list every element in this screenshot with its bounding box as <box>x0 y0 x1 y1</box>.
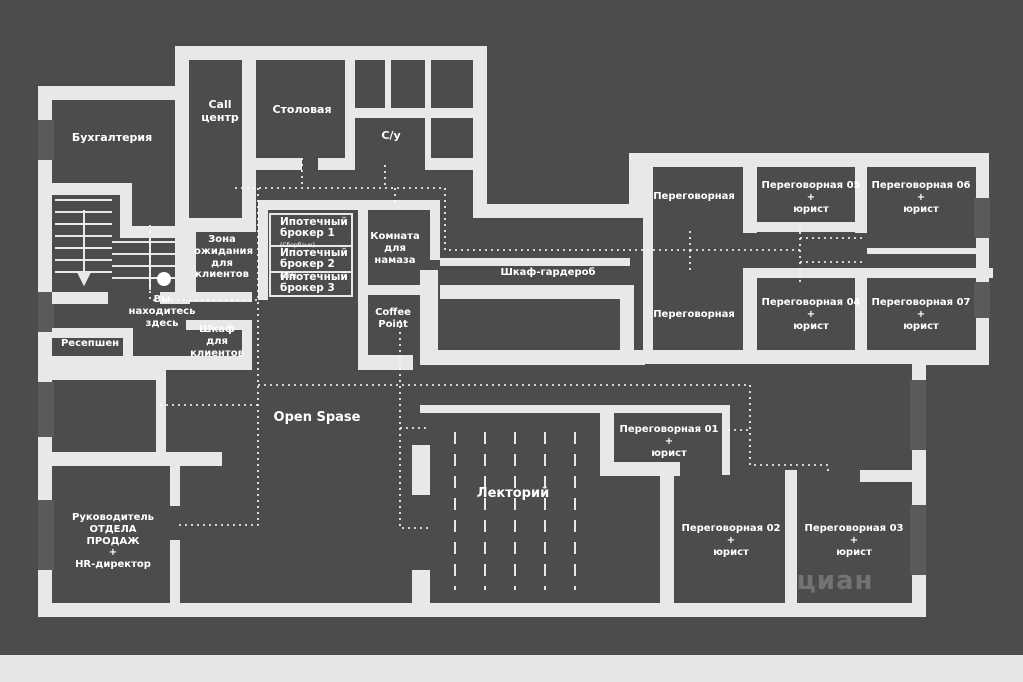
room-call-center: Call центр <box>201 98 239 124</box>
room-accounting: Бухгалтерия <box>71 131 153 144</box>
room-reception: Ресепшен <box>60 338 120 349</box>
room-meeting-02: Переговорная 02 + юрист <box>681 523 781 558</box>
room-meeting-top: Переговорная <box>653 191 735 202</box>
room-sales-head: Руководитель ОТДЕЛА ПРОДАЖ + HR-директор <box>71 512 154 571</box>
room-wardrobe: Шкаф-гардероб <box>500 267 596 278</box>
walls-group <box>38 46 993 617</box>
room-coffee-point: Coffee Point <box>375 307 411 330</box>
stairs <box>55 199 175 290</box>
room-canteen: Столовая <box>272 103 332 116</box>
watermark-logo: циан <box>796 566 874 596</box>
broker-1-sub: (Сбербанк) <box>280 242 315 250</box>
room-open-space: Open Spase <box>273 410 361 425</box>
room-wc: С/у <box>381 129 401 142</box>
room-meeting-03: Переговорная 03 + юрист <box>804 523 904 558</box>
room-client-wardrobe: Шкаф для клиентов <box>190 324 244 359</box>
you-are-here-label: Вы находитесь здесь <box>128 294 196 329</box>
room-waiting-zone: Зона ожидания для клиентов <box>194 234 253 281</box>
lecture-seats <box>454 432 576 590</box>
room-prayer: Комната для намаза <box>370 231 420 266</box>
room-meeting-05: Переговорная 05 + юрист <box>761 180 861 215</box>
broker-1-label: Ипотечный брокер 1 <box>280 216 348 240</box>
you-are-here-marker <box>157 272 171 286</box>
room-lecture-hall: Лекторий <box>476 486 550 501</box>
room-meeting-07: Переговорная 07 + юрист <box>871 297 971 332</box>
room-meeting-04: Переговорная 04 + юрист <box>761 297 861 332</box>
room-broker-1: Ипотечный брокер 1 (Сбербанк) <box>280 216 355 250</box>
wall-background <box>0 655 1023 682</box>
room-broker-3: Ипотечный брокер 3 <box>280 271 348 295</box>
room-broker-2: Ипотечный брокер 2 (ВТБ) <box>280 247 355 281</box>
room-meeting-bottom: Переговорная <box>653 309 735 320</box>
room-meeting-06: Переговорная 06 + юрист <box>871 180 971 215</box>
route-lines <box>149 158 865 529</box>
room-meeting-01: Переговорная 01 + юрист <box>619 424 719 459</box>
broker-2-sub: (ВТБ) <box>280 273 297 281</box>
broker-2-label: Ипотечный брокер 2 <box>280 247 348 271</box>
